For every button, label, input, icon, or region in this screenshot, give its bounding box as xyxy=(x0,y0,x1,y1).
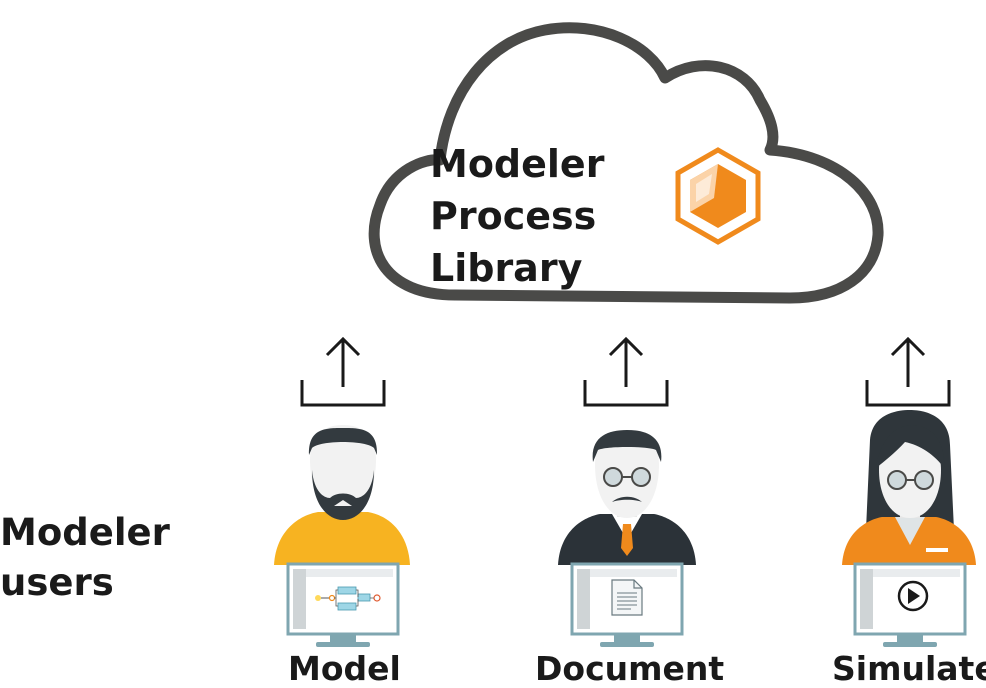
cloud-title-line1: Modeler xyxy=(430,142,605,186)
users-title-line2: users xyxy=(0,561,114,604)
monitor-document xyxy=(570,562,684,647)
user-avatar-model xyxy=(274,425,410,565)
upload-arrow-icon xyxy=(583,336,669,407)
cloud-title-line2: Process xyxy=(430,194,597,238)
users-title-line1: Modeler xyxy=(0,511,170,554)
cube-logo-icon xyxy=(675,147,761,245)
cloud-title-line3: Library xyxy=(430,246,583,290)
user-label-document: Document xyxy=(535,649,725,688)
user-avatar-simulate xyxy=(842,410,976,565)
user-label-model: Model xyxy=(288,649,401,688)
user-label-simulate: Simulate xyxy=(832,649,986,688)
monitor-simulate xyxy=(853,562,967,647)
document-icon xyxy=(611,579,643,616)
upload-arrow-icon xyxy=(300,336,386,407)
upload-arrow-icon xyxy=(865,336,951,407)
cloud-shape xyxy=(368,22,884,304)
cloud-title: Modeler Process Library xyxy=(430,138,604,294)
users-title: Modeler users xyxy=(0,508,170,608)
play-icon xyxy=(897,580,929,612)
monitor-model xyxy=(286,562,400,647)
process-diagram-icon xyxy=(315,586,381,611)
user-avatar-document xyxy=(558,430,696,565)
